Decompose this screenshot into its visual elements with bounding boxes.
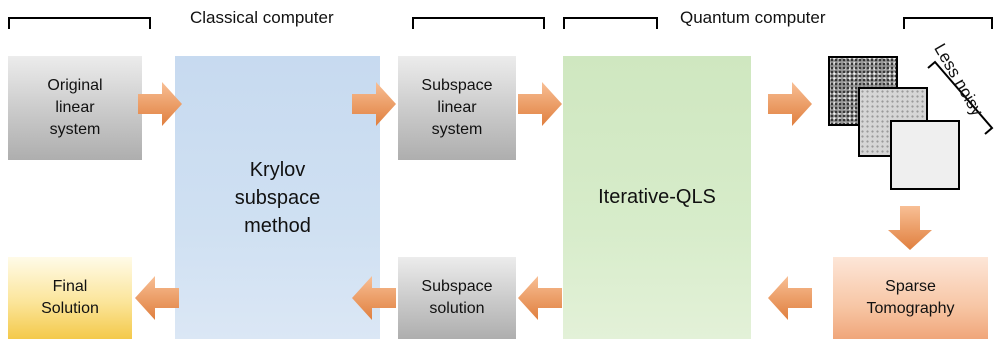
original-linear-system-box: Original linear system (8, 56, 142, 160)
subspace-solution-box: Subspace solution (398, 257, 516, 339)
arrow-qls-to-tomography-images (768, 82, 812, 126)
classical-bracket-left (8, 17, 151, 29)
krylov-subspace-method-box: Krylov subspace method (175, 56, 380, 339)
arrow-tomography-to-qls (768, 276, 812, 320)
classical-computer-header: Classical computer (190, 8, 334, 27)
arrow-subspace-system-to-qls (518, 82, 562, 126)
arrow-krylov-to-final-solution (135, 276, 179, 320)
arrow-original-to-krylov (138, 82, 182, 126)
quantum-bracket-left (563, 17, 658, 29)
quantum-computer-header: Quantum computer (680, 8, 826, 27)
arrow-images-to-sparse-tomography (888, 206, 932, 250)
subspace-linear-system-box: Subspace linear system (398, 56, 516, 160)
sparse-tomography-box: Sparse Tomography (833, 257, 988, 339)
iterative-qls-box: Iterative-QLS (563, 56, 751, 339)
final-solution-box: Final Solution (8, 257, 132, 339)
arrow-qls-to-subspace-solution (518, 276, 562, 320)
quantum-bracket-right (903, 17, 993, 29)
classical-bracket-right (412, 17, 545, 29)
arrow-krylov-to-subspace-system (352, 82, 396, 126)
arrow-subspace-solution-to-krylov (352, 276, 396, 320)
